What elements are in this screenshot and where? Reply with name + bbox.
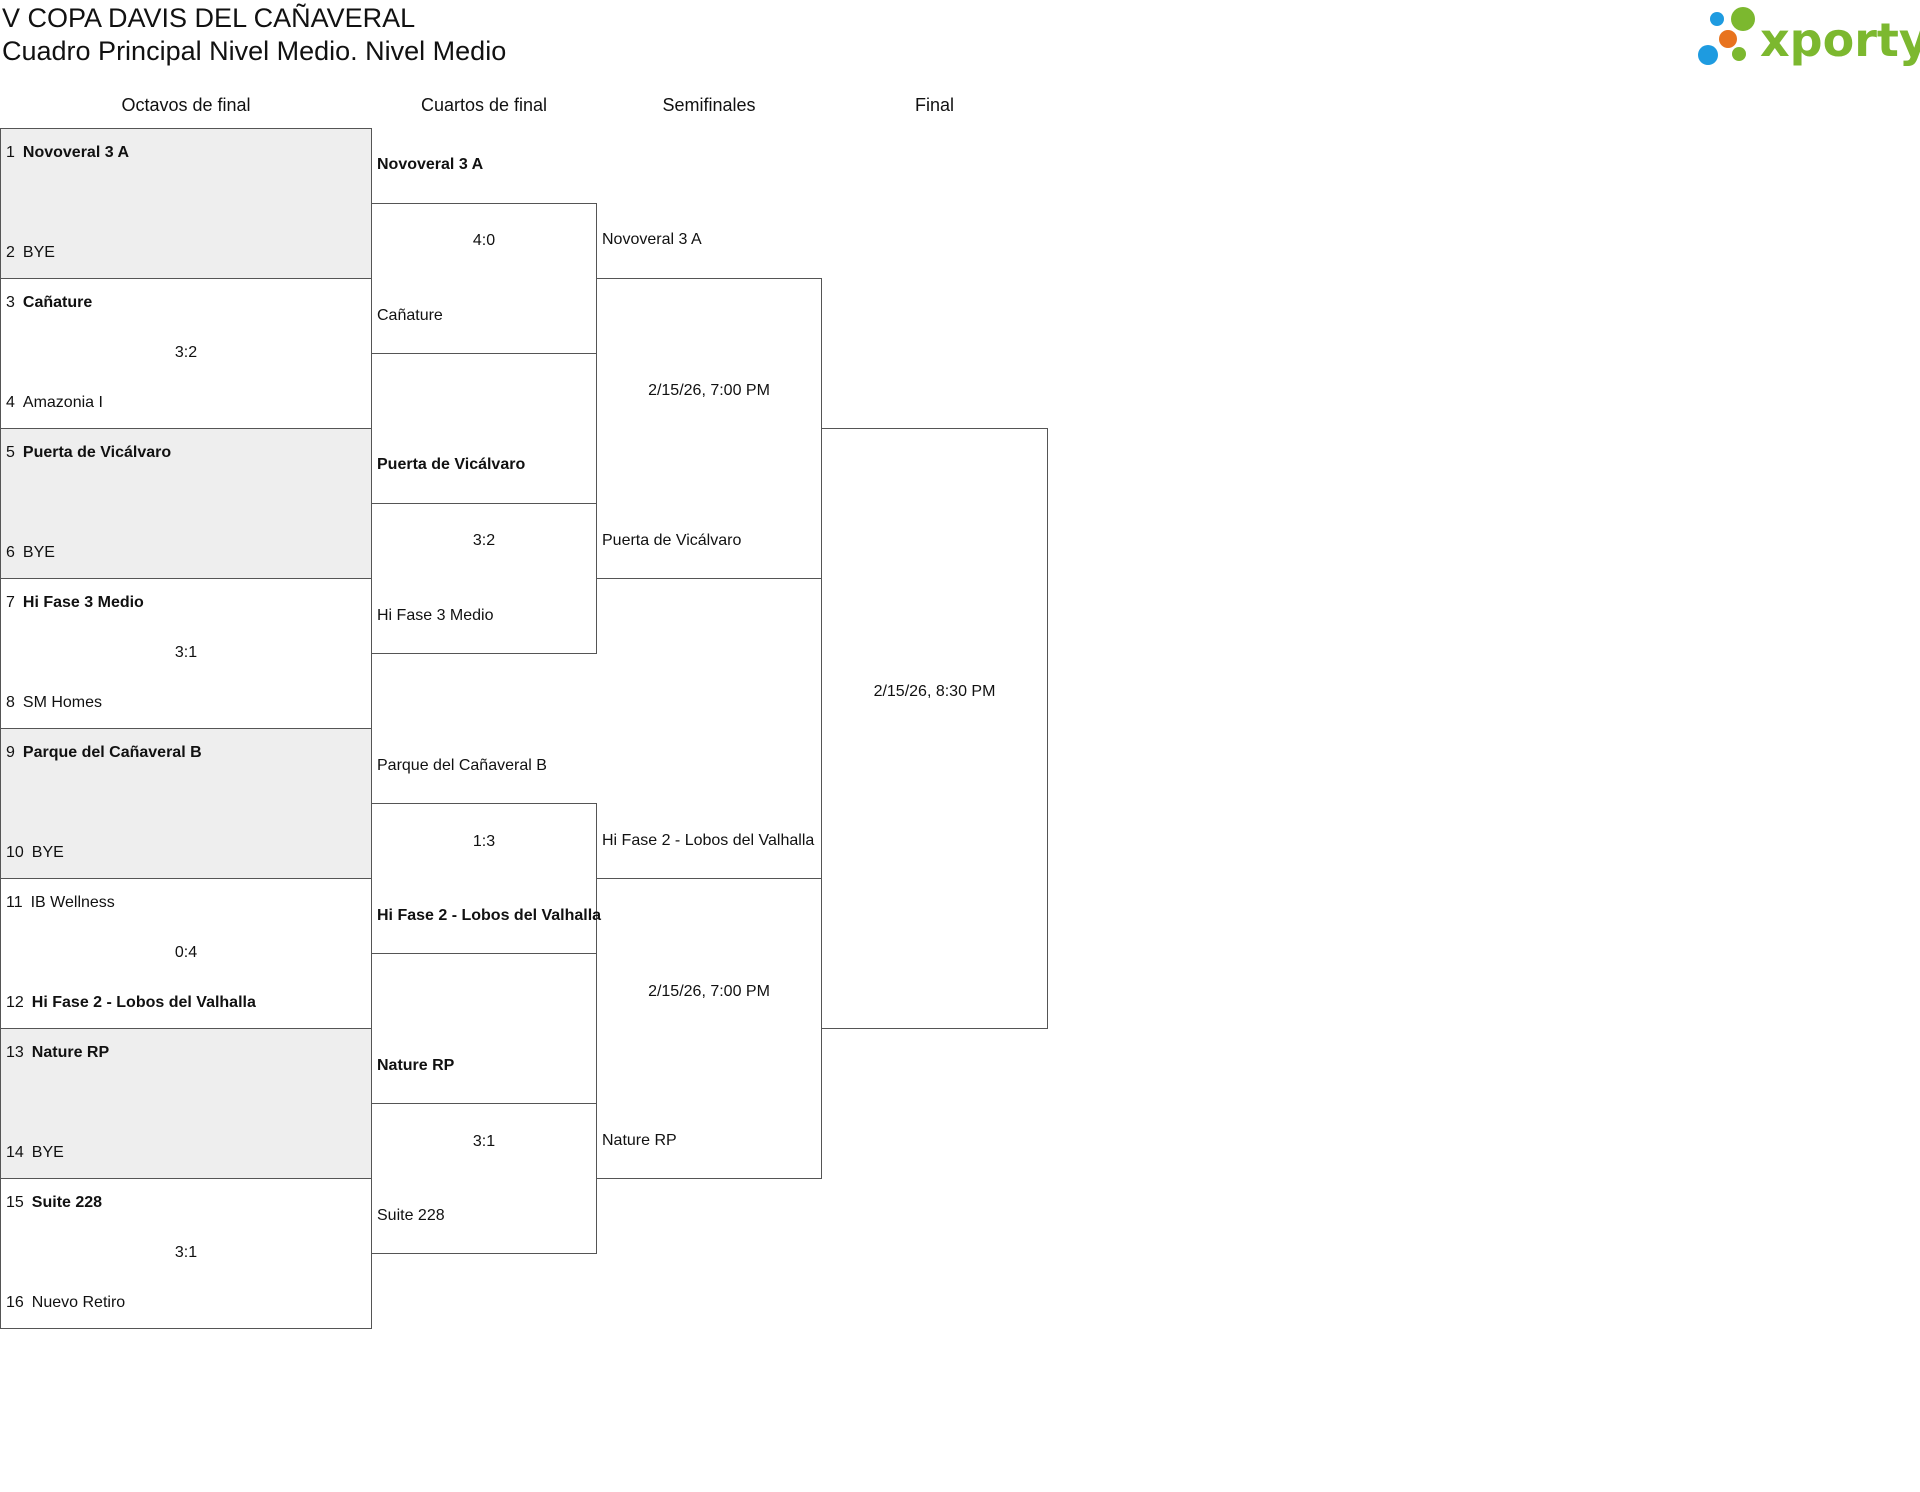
team-entry: 16 Nuevo Retiro <box>6 1293 125 1313</box>
match-score: 1:3 <box>472 833 496 850</box>
team-name: BYE <box>22 244 55 261</box>
team-name: Suite 228 <box>377 1207 445 1224</box>
team-name: Novoveral 3 A <box>377 156 484 173</box>
team-name: Puerta de Vicálvaro <box>602 532 742 549</box>
team-entry: 7 Hi Fase 3 Medio <box>6 593 144 613</box>
round-header-octavos: Octavos de final <box>121 95 251 115</box>
team-name: Nature RP <box>377 1057 455 1074</box>
team-name: Parque del Cañaveral B <box>22 744 202 761</box>
team-name: BYE <box>31 844 64 861</box>
team-entry: 1 Novoveral 3 A <box>6 143 129 163</box>
team-name: Cañature <box>377 307 443 324</box>
match-octavos-5[interactable] <box>0 728 372 879</box>
team-name: Hi Fase 2 - Lobos del Valhalla <box>31 994 256 1011</box>
team-name: Nature RP <box>602 1132 677 1149</box>
team-entry: 3 Cañature <box>6 293 92 313</box>
match-score: 4:0 <box>472 232 496 249</box>
team-entry: 4 Amazonia I <box>6 393 103 413</box>
team-entry: 2 BYE <box>6 243 55 263</box>
team-name: BYE <box>31 1144 64 1161</box>
team-entry: 6 BYE <box>6 543 55 563</box>
match-datetime: 2/15/26, 7:00 PM <box>648 983 770 1000</box>
team-name: Hi Fase 2 - Lobos del Valhalla <box>602 832 815 849</box>
match-score: 3:2 <box>174 344 198 361</box>
team-name: Hi Fase 3 Medio <box>377 607 494 624</box>
team-entry: 5 Puerta de Vicálvaro <box>6 443 171 463</box>
team-entry: 8 SM Homes <box>6 693 102 713</box>
seed-number: 3 <box>6 294 15 311</box>
match-datetime: 2/15/26, 8:30 PM <box>873 683 996 700</box>
team-name: Novoveral 3 A <box>22 144 130 161</box>
match-datetime: 2/15/26, 7:00 PM <box>648 382 770 399</box>
round-header-cuartos: Cuartos de final <box>420 95 548 115</box>
team-name: Parque del Cañaveral B <box>377 757 547 774</box>
team-entry: 14 BYE <box>6 1143 64 1163</box>
match-score: 3:1 <box>174 1244 198 1261</box>
team-name: Hi Fase 3 Medio <box>22 594 144 611</box>
match-score: 0:4 <box>174 944 198 961</box>
seed-number: 16 <box>6 1294 24 1311</box>
match-cuartos-3[interactable] <box>371 803 597 954</box>
team-entry: 9 Parque del Cañaveral B <box>6 743 202 763</box>
seed-number: 9 <box>6 744 15 761</box>
match-score: 3:1 <box>174 644 198 661</box>
match-octavos-1[interactable] <box>0 128 372 279</box>
team-name: SM Homes <box>22 694 103 711</box>
match-score: 3:2 <box>472 532 496 549</box>
seed-number: 12 <box>6 994 24 1011</box>
svg-text:xporty: xporty <box>1760 13 1920 67</box>
team-entry: 10 BYE <box>6 843 64 863</box>
match-octavos-7[interactable] <box>0 1028 372 1179</box>
match-cuartos-2[interactable] <box>371 503 597 654</box>
tournament-title: V COPA DAVIS DEL CAÑAVERAL <box>2 3 416 33</box>
team-entry: 11 IB Wellness <box>6 893 115 913</box>
seed-number: 10 <box>6 844 24 861</box>
seed-number: 13 <box>6 1044 24 1061</box>
match-cuartos-1[interactable] <box>371 203 597 354</box>
seed-number: 8 <box>6 694 15 711</box>
match-final[interactable] <box>821 428 1048 1029</box>
round-header-semifinales: Semifinales <box>662 95 756 115</box>
round-header-final: Final <box>914 95 954 115</box>
seed-number: 1 <box>6 144 15 161</box>
team-name: Puerta de Vicálvaro <box>22 444 172 461</box>
draw-subtitle: Cuadro Principal Nivel Medio. Nivel Medi… <box>2 36 507 66</box>
team-name: Hi Fase 2 - Lobos del Valhalla <box>377 907 602 924</box>
team-name: IB Wellness <box>30 894 115 911</box>
seed-number: 5 <box>6 444 15 461</box>
team-name: Puerta de Vicálvaro <box>377 456 526 473</box>
team-name: Suite 228 <box>31 1194 103 1211</box>
team-entry: 15 Suite 228 <box>6 1193 102 1213</box>
team-entry: 13 Nature RP <box>6 1043 109 1063</box>
match-octavos-3[interactable] <box>0 428 372 579</box>
team-name: Novoveral 3 A <box>602 231 702 248</box>
team-name: Amazonia I <box>22 394 103 411</box>
match-score: 3:1 <box>472 1133 496 1150</box>
match-cuartos-4[interactable] <box>371 1103 597 1254</box>
seed-number: 2 <box>6 244 15 261</box>
seed-number: 15 <box>6 1194 24 1211</box>
team-entry: 12 Hi Fase 2 - Lobos del Valhalla <box>6 993 256 1013</box>
team-name: Cañature <box>22 294 93 311</box>
team-name: BYE <box>22 544 55 561</box>
team-name: Nature RP <box>31 1044 110 1061</box>
xporty-logo: xporty <box>1698 7 1920 67</box>
seed-number: 6 <box>6 544 15 561</box>
seed-number: 4 <box>6 394 15 411</box>
seed-number: 14 <box>6 1144 24 1161</box>
seed-number: 7 <box>6 594 15 611</box>
team-name: Nuevo Retiro <box>31 1294 126 1311</box>
seed-number: 11 <box>6 894 23 911</box>
